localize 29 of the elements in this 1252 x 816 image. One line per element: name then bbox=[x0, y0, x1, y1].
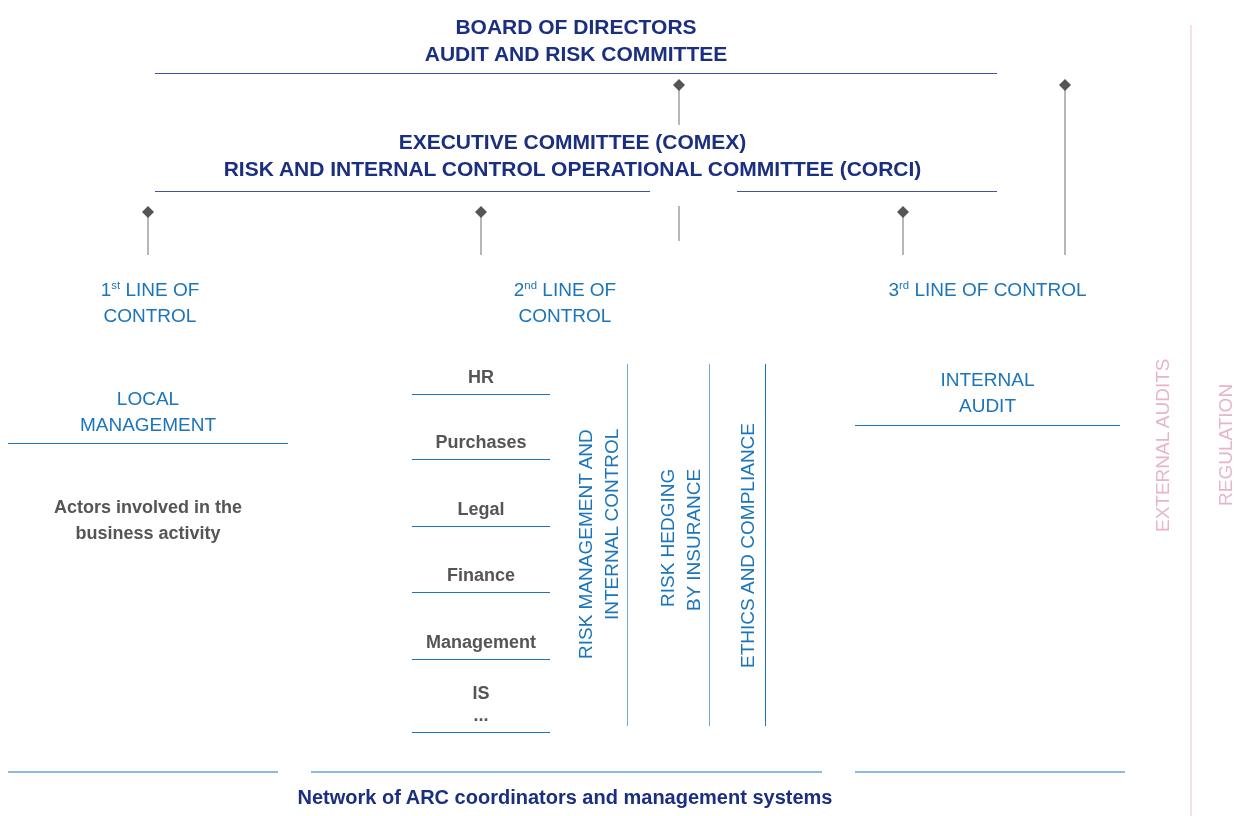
connector-line bbox=[142, 206, 154, 256]
heading-text: AUDIT AND RISK COMMITTEE bbox=[424, 40, 728, 67]
line-of-control-heading: 2$^{nd}$ LINE OF CONTROL bbox=[512, 278, 618, 329]
connector-line bbox=[1059, 79, 1071, 256]
connector-line bbox=[673, 79, 685, 126]
department-text: Purchases bbox=[435, 431, 527, 453]
line-of-control-heading: 1$^{st}$ LINE OF CONTROL bbox=[99, 278, 201, 329]
heading-text: EXECUTIVE COMMITTEE (COMEX) bbox=[398, 129, 747, 155]
department-text: HR bbox=[468, 366, 494, 388]
connector-line bbox=[897, 206, 909, 256]
department-text: Legal bbox=[457, 498, 505, 520]
column-heading: RISK HEDGING BY INSURANCE bbox=[655, 469, 705, 614]
department-text: Management bbox=[426, 631, 536, 653]
department-text: IS ... bbox=[471, 682, 491, 726]
department-text: Finance bbox=[447, 564, 515, 586]
underlined-block bbox=[412, 688, 550, 733]
heading-text: BOARD OF DIRECTORS bbox=[455, 13, 697, 40]
description-text: Actors involved in the business activity bbox=[52, 496, 243, 545]
unit-heading: INTERNAL AUDIT bbox=[939, 367, 1036, 418]
heading-text: RISK AND INTERNAL CONTROL OPERATIONAL COMMITTEE (CORCI) bbox=[223, 156, 922, 182]
line-of-control-heading: 3$^{rd}$ LINE OF CONTROL bbox=[888, 278, 1087, 303]
side-label: EXTERNAL AUDITS bbox=[1152, 357, 1174, 534]
side-label: REGULATION bbox=[1215, 382, 1237, 509]
column-heading: RISK MANAGEMENT AND INTERNAL CONTROL bbox=[573, 429, 623, 661]
unit-heading: LOCAL MANAGEMENT bbox=[78, 386, 218, 437]
connector-line bbox=[678, 205, 680, 242]
connector-line bbox=[475, 206, 487, 256]
footer-text: Network of ARC coordinators and management systems bbox=[296, 786, 834, 809]
column-heading: ETHICS AND COMPLIANCE bbox=[735, 422, 759, 668]
